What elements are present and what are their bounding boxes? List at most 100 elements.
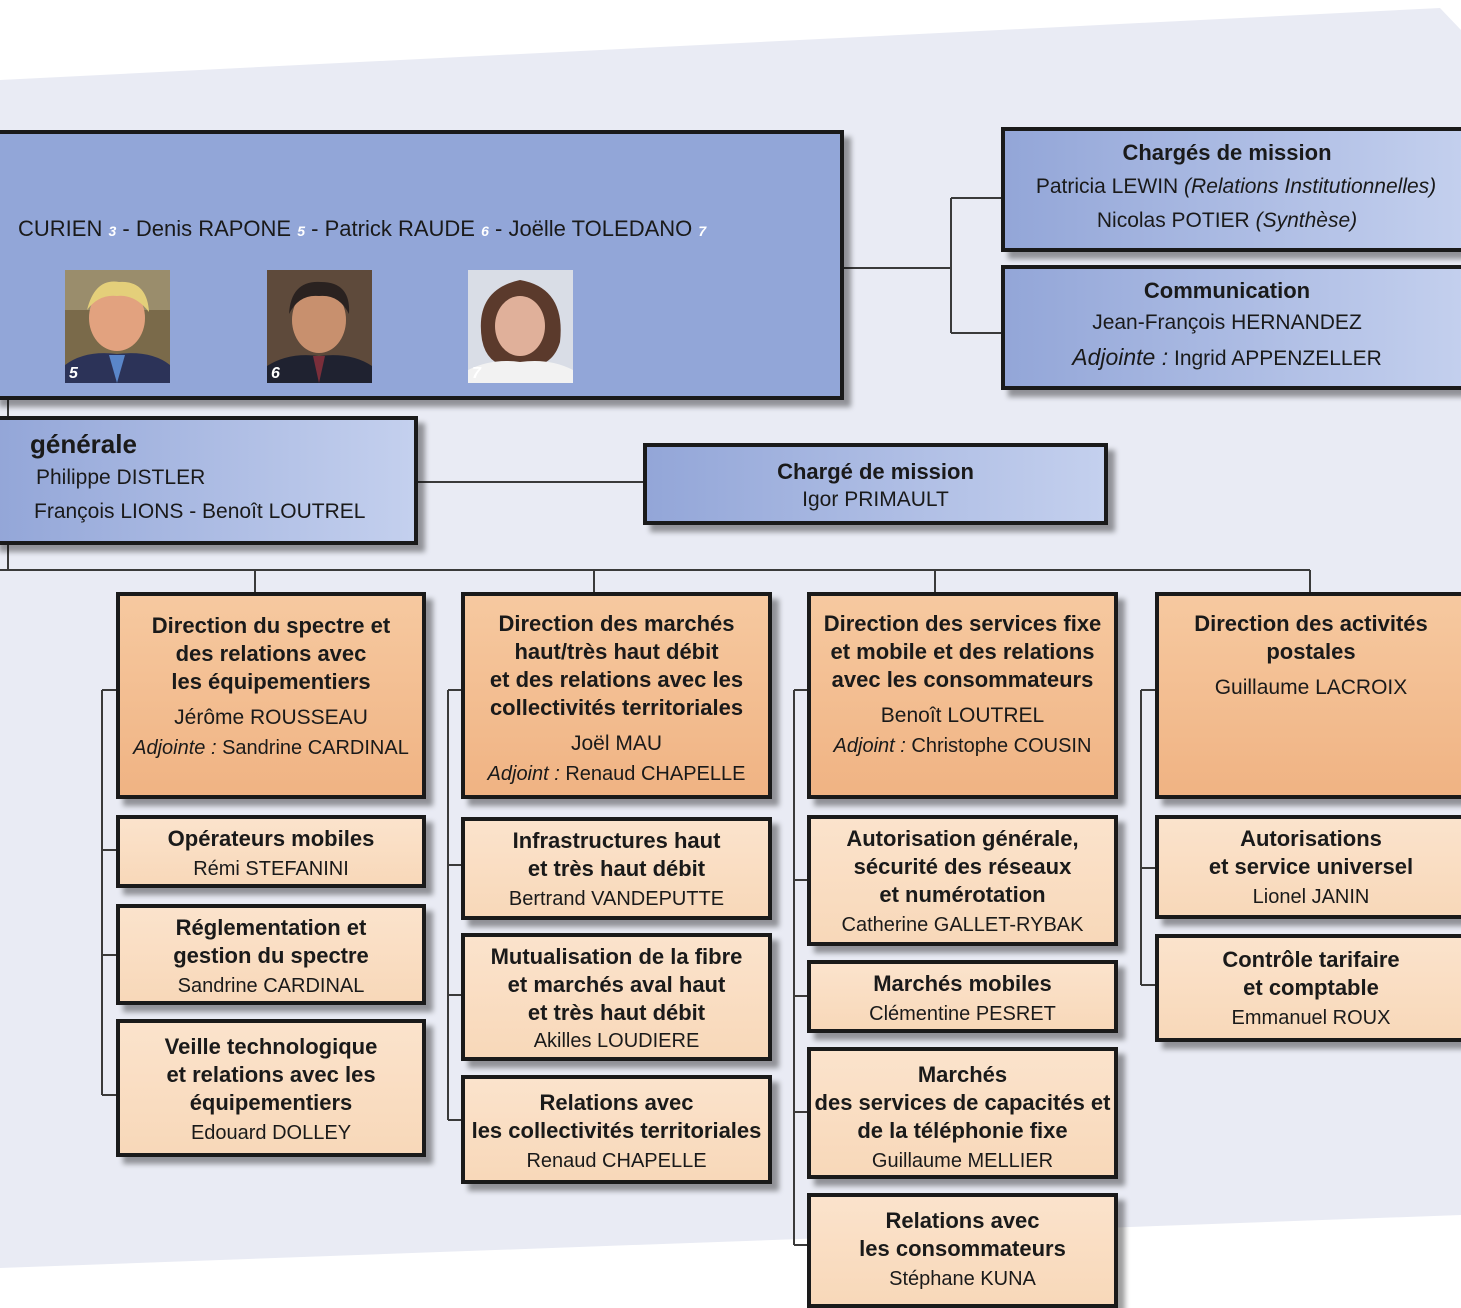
- unit-title: Relations avec: [885, 1208, 1040, 1233]
- unit-title: Marchés mobiles: [873, 971, 1052, 996]
- unit-box: Marchés des services de capacités et de …: [807, 1047, 1118, 1179]
- unit-name: Guillaume MELLIER: [871, 1150, 1054, 1172]
- missions-box: Chargés de mission Patricia LEWIN (Relat…: [1001, 127, 1461, 252]
- mission-person-name: Nicolas POTIER: [1096, 209, 1250, 232]
- member-photo: 6: [267, 270, 372, 383]
- communication-box: Communication Jean-François HERNANDEZ Ad…: [1001, 265, 1461, 390]
- member-name: - Patrick RAUDE: [311, 216, 475, 241]
- deputy-label: Adjointe :: [1072, 344, 1169, 370]
- direction-title-line: haut/très haut débit: [514, 639, 719, 664]
- unit-title: de la téléphonie fixe: [857, 1118, 1068, 1143]
- mission-person-role: (Relations Institutionnelles): [1184, 175, 1437, 198]
- mission-dg-name: Igor PRIMAULT: [802, 488, 949, 511]
- college-box: CURIEN 3 - Denis RAPONE 5 - Patrick RAUD…: [0, 130, 844, 400]
- direction-title-line: postales: [1266, 639, 1356, 664]
- unit-title: et service universel: [1208, 854, 1414, 879]
- unit-title: et très haut débit: [527, 856, 706, 881]
- dg-line: François LIONS - Benoît LOUTREL: [34, 500, 366, 523]
- unit-title: Autorisation générale,: [846, 826, 1079, 851]
- mission-dg-title: Chargé de mission: [777, 459, 974, 484]
- unit-title: les collectivités territoriales: [471, 1118, 762, 1143]
- direction-box: Direction du spectre et des relations av…: [116, 592, 426, 799]
- unit-name: Rémi STEFANINI: [193, 858, 349, 880]
- unit-box: Relations avec les consommateurs Stéphan…: [807, 1193, 1118, 1308]
- direction-deputy: Adjointe : Sandrine CARDINAL: [120, 734, 422, 762]
- direction-title-line: Direction des marchés: [498, 611, 735, 636]
- direction-deputy: Adjoint : Renaud CHAPELLE: [465, 760, 768, 788]
- unit-box: Opérateurs mobiles Rémi STEFANINI: [116, 815, 426, 888]
- unit-box: Autorisations et service universel Lione…: [1155, 815, 1461, 919]
- direction-box: Direction des marchés haut/très haut déb…: [461, 592, 772, 799]
- unit-title: Opérateurs mobiles: [167, 826, 375, 851]
- deputy-label: Adjointe :: [133, 737, 217, 759]
- unit-title: Autorisations: [1240, 826, 1382, 851]
- unit-box: Mutualisation de la fibre et marchés ava…: [461, 933, 772, 1061]
- direction-box: Direction des services fixe et mobile et…: [807, 592, 1118, 799]
- unit-title: et relations avec les: [166, 1062, 376, 1087]
- deputy-name: Christophe COUSIN: [911, 735, 1092, 757]
- direction-title-line: Direction des activités: [1194, 611, 1428, 636]
- direction-head: Jérôme ROUSSEAU: [174, 706, 368, 729]
- deputy-name: Ingrid APPENZELLER: [1173, 347, 1382, 370]
- unit-name: Edouard DOLLEY: [190, 1122, 352, 1144]
- member-name: - Joëlle TOLEDANO: [495, 216, 693, 241]
- unit-box: Relations avec les collectivités territo…: [461, 1075, 772, 1184]
- direction-title-line: et des relations avec les: [489, 667, 744, 692]
- member-photo: 7: [468, 270, 573, 383]
- unit-title: gestion du spectre: [173, 943, 369, 968]
- photo-label: 5: [69, 365, 78, 382]
- direction-head: Joël MAU: [570, 732, 663, 755]
- mission-dg-box: Chargé de mission Igor PRIMAULT: [643, 443, 1108, 525]
- unit-box: Réglementation et gestion du spectre San…: [116, 904, 426, 1005]
- unit-name: Akilles LOUDIERE: [533, 1030, 700, 1052]
- direction-box: Direction des activités postales Guillau…: [1155, 592, 1461, 799]
- dg-title: générale: [30, 429, 137, 459]
- unit-name: Renaud CHAPELLE: [526, 1150, 707, 1172]
- unit-title: et numérotation: [879, 882, 1046, 907]
- unit-box: Contrôle tarifaire et comptable Emmanuel…: [1155, 934, 1461, 1042]
- communication-title: Communication: [1143, 278, 1311, 303]
- direction-title-line: Direction du spectre et: [151, 613, 391, 638]
- unit-title: Veille technologique: [164, 1034, 378, 1059]
- college-members-line: CURIEN 3 - Denis RAPONE 5 - Patrick RAUD…: [18, 214, 706, 246]
- deputy-name: Renaud CHAPELLE: [565, 763, 746, 785]
- unit-title: Réglementation et: [175, 915, 367, 940]
- member-number: 5: [297, 223, 306, 239]
- unit-title: Relations avec: [539, 1090, 694, 1115]
- direction-head: Guillaume LACROIX: [1214, 676, 1408, 699]
- direction-title-line: collectivités territoriales: [489, 695, 744, 720]
- unit-box: Marchés mobiles Clémentine PESRET: [807, 960, 1118, 1033]
- photo-label: 7: [472, 365, 481, 382]
- unit-name: Clémentine PESRET: [869, 1003, 1056, 1025]
- member-name: - Denis RAPONE: [122, 216, 292, 241]
- unit-title: sécurité des réseaux: [853, 854, 1072, 879]
- unit-name: Stéphane KUNA: [889, 1268, 1036, 1290]
- direction-head: Benoît LOUTREL: [880, 704, 1045, 727]
- deputy-label: Adjoint :: [487, 763, 560, 785]
- direction-title-line: avec les consommateurs: [831, 667, 1094, 692]
- member-number: 6: [481, 223, 489, 239]
- mission-person-name: Patricia LEWIN: [1035, 175, 1179, 198]
- member-number: 7: [698, 223, 707, 239]
- missions-title: Chargés de mission: [1122, 140, 1332, 165]
- unit-box: Infrastructures haut et très haut débit …: [461, 817, 772, 920]
- unit-title: Marchés: [917, 1062, 1008, 1087]
- direction-deputy: Adjoint : Christophe COUSIN: [811, 732, 1114, 760]
- unit-title: Contrôle tarifaire: [1222, 947, 1400, 972]
- unit-box: Autorisation générale, sécurité des rése…: [807, 815, 1118, 946]
- unit-name: Sandrine CARDINAL: [177, 975, 365, 997]
- communication-head: Jean-François HERNANDEZ: [1092, 311, 1362, 334]
- unit-title: Infrastructures haut: [512, 828, 721, 853]
- unit-title: et très haut débit: [527, 1000, 706, 1025]
- mission-person-role: (Synthèse): [1255, 209, 1358, 232]
- dg-line: Philippe DISTLER: [36, 466, 206, 489]
- unit-title: des services de capacités et: [814, 1090, 1111, 1115]
- dg-box: générale Philippe DISTLER François LIONS…: [0, 416, 418, 545]
- direction-title-line: et mobile et des relations: [830, 639, 1095, 664]
- unit-name: Catherine GALLET-RYBAK: [841, 914, 1084, 936]
- direction-title-line: Direction des services fixe: [823, 611, 1102, 636]
- direction-title-line: des relations avec: [175, 641, 367, 666]
- unit-title: équipementiers: [189, 1090, 353, 1115]
- direction-title-line: les équipementiers: [171, 669, 371, 694]
